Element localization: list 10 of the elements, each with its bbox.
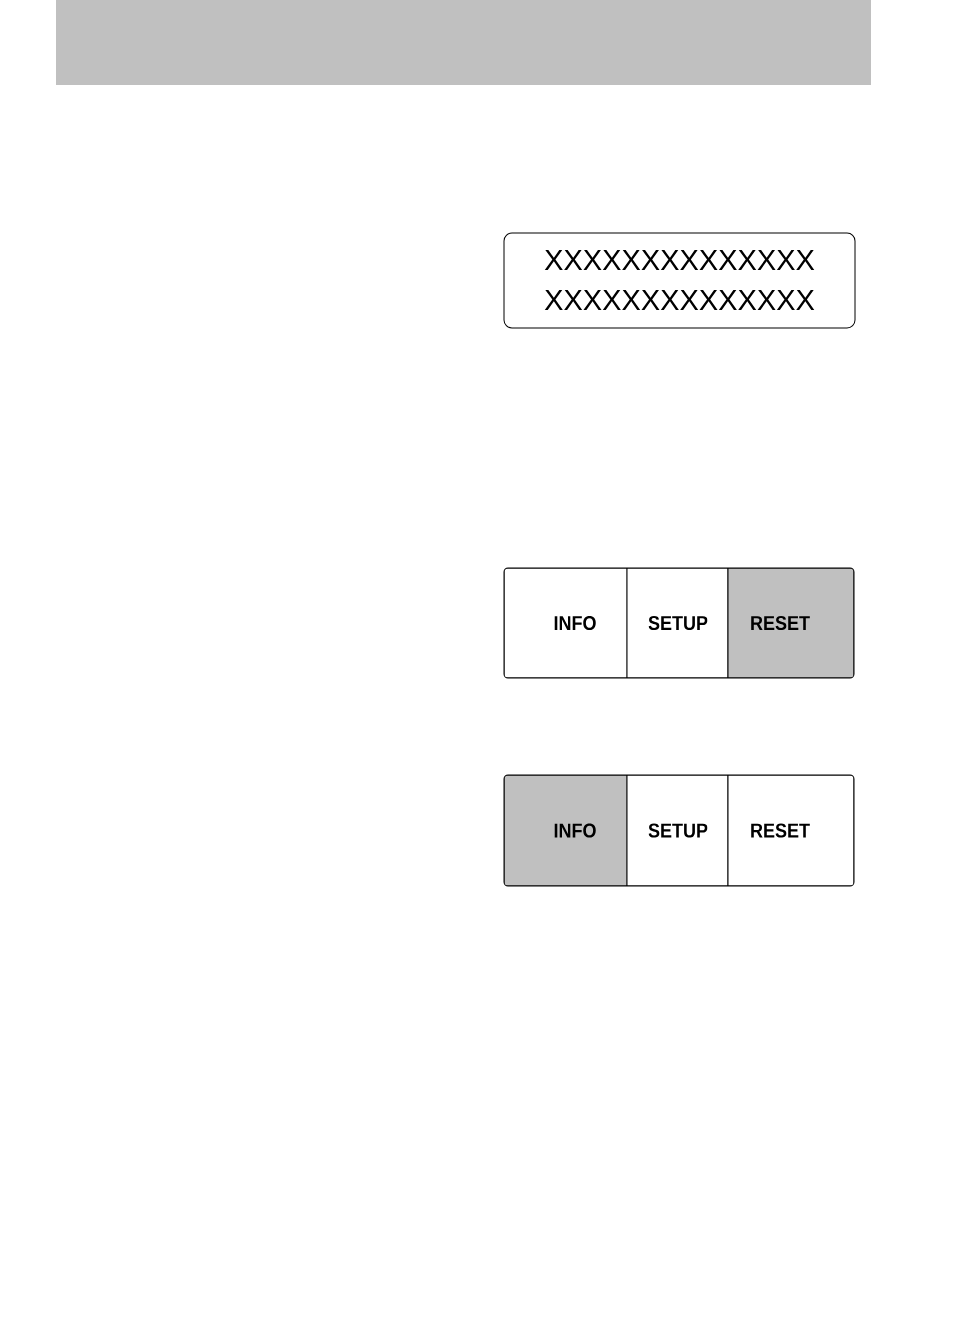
button: SETUP bbox=[626, 775, 729, 886]
button: INFO bbox=[504, 775, 628, 886]
button-panel bbox=[503, 774, 855, 887]
button: SETUP bbox=[626, 568, 729, 678]
button: RESET bbox=[727, 568, 854, 678]
button-panel bbox=[503, 567, 855, 679]
button: RESET bbox=[727, 775, 854, 886]
display-screen: XXXXXXXXXXXXXX XXXXXXXXXXXXXX bbox=[503, 232, 856, 329]
node-label: RESET bbox=[751, 823, 810, 838]
button: INFO bbox=[504, 568, 628, 678]
